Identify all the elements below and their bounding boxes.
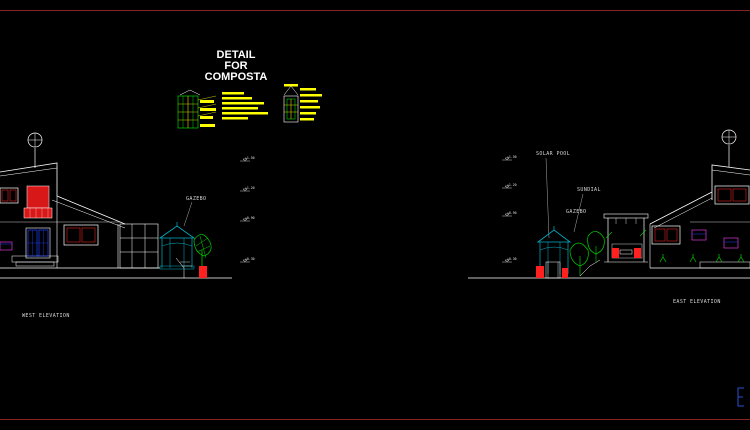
east-sundial-leader — [573, 193, 584, 233]
detail-title-line1: DETAIL — [217, 49, 256, 61]
east-level-markers: +1.50 +1.20 +0.90 +0.30 — [502, 155, 517, 263]
east-plants — [569, 231, 605, 277]
east-sundial-label: SUNDIAL — [577, 187, 601, 193]
east-window-small — [691, 229, 739, 249]
title-block-mark — [737, 387, 744, 407]
west-level-2: +1.20 — [245, 186, 255, 190]
composta-detail-right — [283, 84, 322, 123]
east-pergola — [603, 213, 649, 263]
east-solar-pool-label: SOLAR POOL — [536, 151, 570, 157]
west-sunroom — [119, 223, 159, 269]
east-shrubs — [659, 254, 745, 263]
west-elevation: GAZEBO +1.50 +1.20 +0.90 +0.30 WEST ELEV… — [0, 132, 255, 319]
west-level-markers: +1.50 +1.20 +0.90 +0.30 — [240, 156, 255, 263]
composta-detail-notes — [222, 92, 268, 120]
west-balcony — [23, 185, 53, 219]
east-level-3: +0.90 — [507, 211, 517, 215]
west-window-upper — [0, 187, 19, 204]
west-house — [0, 162, 160, 269]
west-tree — [193, 234, 212, 278]
west-wind-turbine — [27, 132, 43, 168]
west-gazebo-label: GAZEBO — [186, 196, 206, 202]
west-gazebo-leader — [183, 201, 193, 227]
west-window-right — [63, 224, 99, 246]
east-elevation-caption: EAST ELEVATION — [673, 299, 721, 305]
west-elevation-caption: WEST ELEVATION — [22, 313, 70, 319]
west-window-small — [0, 241, 13, 251]
east-gazebo — [536, 226, 572, 279]
detail-title: DETAIL FOR COMPOSTA — [205, 49, 268, 83]
east-level-4: +0.30 — [507, 257, 517, 261]
east-level-1: +1.50 — [507, 155, 517, 159]
west-entrance-door — [25, 227, 51, 259]
west-level-1: +1.50 — [245, 156, 255, 160]
east-window-upper — [714, 185, 750, 205]
east-house — [649, 164, 750, 269]
west-level-3: +0.90 — [245, 216, 255, 220]
east-wind-turbine — [721, 129, 737, 167]
detail-title-line2: FOR — [224, 60, 247, 72]
composta-detail-left — [177, 89, 217, 129]
west-level-4: +0.30 — [245, 257, 255, 261]
east-solar-pool-leader — [545, 157, 550, 239]
east-gazebo-label: GAZEBO — [566, 209, 586, 215]
detail-title-line3: COMPOSTA — [205, 71, 268, 83]
west-gazebo — [158, 222, 196, 278]
east-window-lower — [651, 225, 681, 245]
east-level-2: +1.20 — [507, 183, 517, 187]
east-elevation: +1.50 +1.20 +0.90 +0.30 SOLAR POOL SUNDI… — [468, 129, 750, 305]
